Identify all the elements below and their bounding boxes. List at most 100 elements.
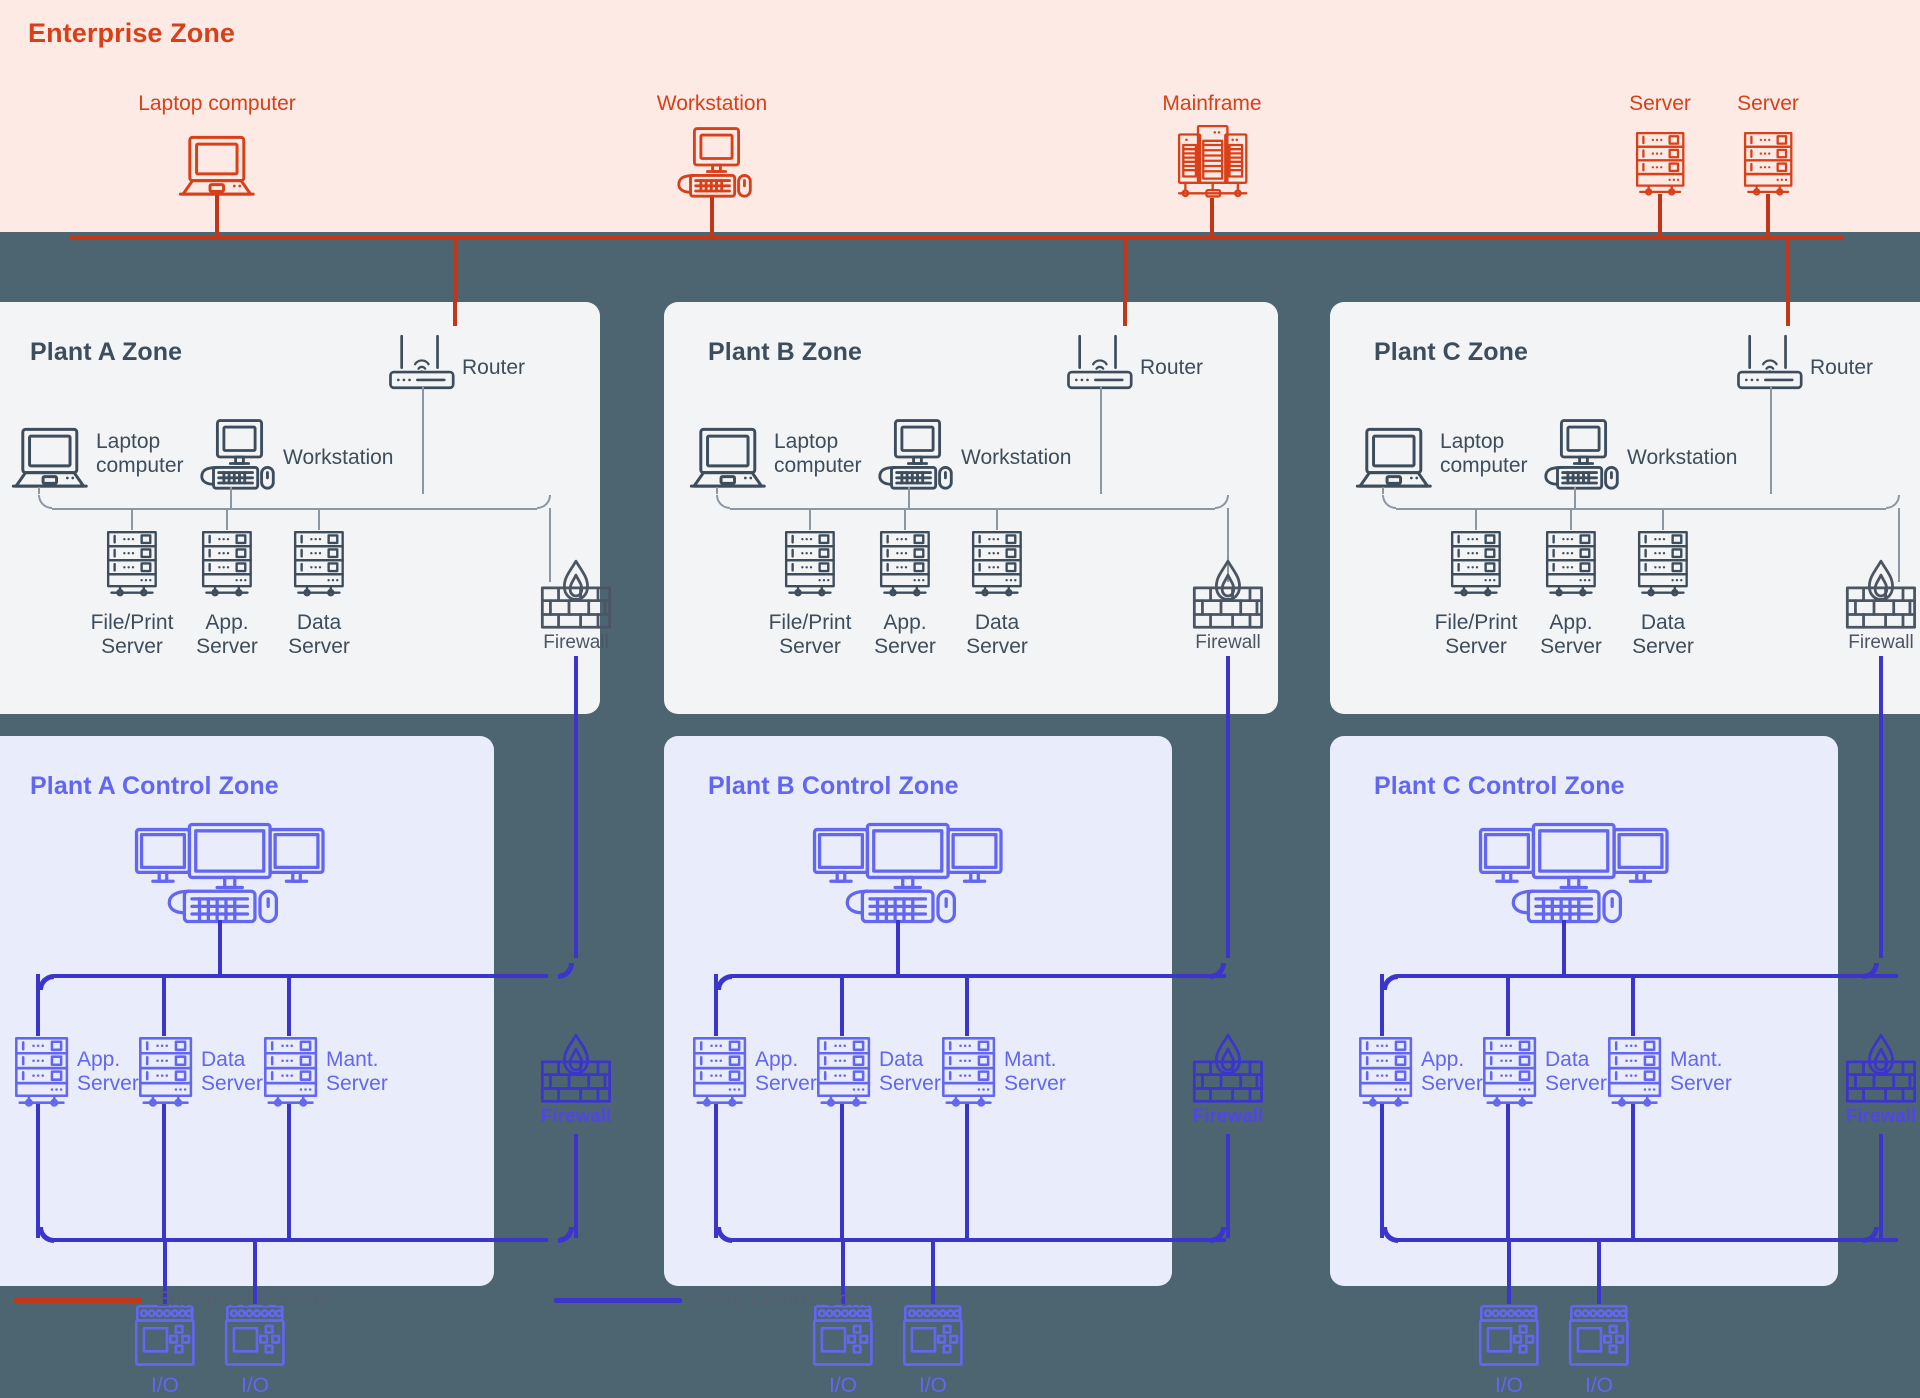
server-label: Data Server [966, 611, 1028, 658]
server-icon [1450, 530, 1502, 597]
plant-to-firewall-run [1227, 508, 1229, 582]
firewall-down-run [1226, 656, 1230, 958]
server-stem [131, 510, 133, 530]
control-upper-right-elbow [558, 963, 574, 979]
laptop-label: Laptop computer [1440, 430, 1528, 477]
firewall-label: Firewall [1845, 1106, 1917, 1127]
server-label: App. Server [196, 611, 258, 658]
io-stem [1597, 1238, 1601, 1304]
server-label: Data Server [201, 1048, 263, 1095]
server-label: Mant. Server [1004, 1048, 1066, 1095]
router-icon [386, 334, 458, 390]
control-lower-right-elbow [1210, 1227, 1226, 1243]
laptop-stem [1382, 487, 1384, 494]
enterprise-node-label: Server [1737, 92, 1799, 115]
workstation-label: Workstation [961, 446, 1072, 469]
server-label: Data Server [1545, 1048, 1607, 1095]
io-stem [1507, 1238, 1511, 1304]
control-lower-right-elbow [1863, 1227, 1879, 1243]
firewall-icon [540, 559, 612, 630]
plant-internal-bus [1396, 508, 1886, 510]
firewall-label: Firewall [543, 632, 609, 653]
io-label: I/O [1494, 1374, 1524, 1397]
control-lower-bus [1398, 1238, 1898, 1242]
enterprise-node-drop [1210, 198, 1214, 236]
server-icon [1635, 131, 1685, 196]
laptop-icon [178, 132, 255, 197]
server-icon [816, 1036, 871, 1107]
legend-line [14, 1297, 142, 1303]
firewall-icon [1192, 1033, 1264, 1104]
firewall-up-run [574, 1134, 578, 1238]
server-icon [971, 530, 1023, 597]
workstation-icon [671, 126, 754, 199]
server-stem [318, 510, 320, 530]
enterprise-node-drop [1658, 194, 1662, 236]
server-stem [996, 510, 998, 530]
control-upper-bus [54, 974, 548, 978]
control-server-stem-top [36, 974, 40, 1036]
server-label: Data Server [879, 1048, 941, 1095]
enterprise-zone-title: Enterprise Zone [28, 18, 236, 48]
laptop-icon [11, 424, 88, 489]
io-label: I/O [240, 1374, 270, 1397]
io-stem [841, 1238, 845, 1304]
control-server-stem-bottom [1380, 1104, 1384, 1238]
router-label: Router [1810, 356, 1874, 379]
control-lower-bus [54, 1238, 548, 1242]
server-label: File/Print Server [1434, 611, 1518, 658]
server-stem [1475, 510, 1477, 530]
control-zone-title: Plant C Control Zone [1374, 772, 1625, 800]
control-server-stem-bottom [839, 1104, 844, 1238]
control-upper-left-elbow [716, 974, 732, 990]
control-server-stem-bottom [1505, 1104, 1510, 1238]
plant-zone-title: Plant B Zone [708, 338, 862, 366]
server-label: App. Server [77, 1048, 139, 1095]
server-icon [879, 530, 931, 597]
firewall-label: Firewall [1848, 632, 1914, 653]
router-stem [1770, 386, 1772, 494]
server-stem [1570, 510, 1572, 530]
mainframe-icon [1177, 124, 1248, 200]
router-label: Router [1140, 356, 1204, 379]
control-upper-bus [732, 974, 1226, 978]
triple-monitor-workstation-icon [812, 822, 1008, 926]
control-server-stem-top [964, 974, 969, 1036]
laptop-stem [38, 487, 40, 494]
workstation-stem [1574, 487, 1576, 508]
server-label: App. Server [1421, 1048, 1483, 1095]
io-label: I/O [150, 1374, 180, 1397]
server-label: Data Server [288, 611, 350, 658]
hmi-stem [896, 920, 900, 974]
plant-to-firewall-run [549, 508, 551, 582]
server-icon [941, 1036, 996, 1107]
enterprise-node-drop [710, 197, 714, 236]
router-icon [1064, 334, 1136, 390]
server-label: App. Server [755, 1048, 817, 1095]
firewall-label: Firewall [1192, 1106, 1264, 1127]
control-server-stem-top [1630, 974, 1635, 1036]
control-lower-left-elbow [716, 1227, 732, 1243]
io-label: I/O [1584, 1374, 1614, 1397]
plant-internal-bus [52, 508, 537, 510]
hmi-stem [218, 920, 222, 974]
control-server-stem-top [714, 974, 718, 1036]
io-stem [931, 1238, 935, 1304]
control-zone-1: Plant B Control Zone [664, 736, 1172, 1286]
control-upper-right-elbow [1210, 963, 1226, 979]
server-icon [784, 530, 836, 597]
laptop-label: Laptop computer [96, 430, 184, 477]
control-server-stem-top [839, 974, 844, 1036]
server-stem [809, 510, 811, 530]
legend-item-1: Plant Control Conduit [554, 1288, 896, 1312]
server-stem [226, 510, 228, 530]
router-stem [422, 386, 424, 494]
firewall-down-run [1879, 656, 1883, 958]
server-label: Data Server [1632, 611, 1694, 658]
firewall-label: Firewall [1195, 632, 1261, 653]
enterprise-node-label: Mainframe [1162, 92, 1262, 115]
legend-line [554, 1297, 682, 1303]
control-lower-left-elbow [1382, 1227, 1398, 1243]
enterprise-to-router-drop [1123, 236, 1127, 326]
control-zone-title: Plant B Control Zone [708, 772, 959, 800]
